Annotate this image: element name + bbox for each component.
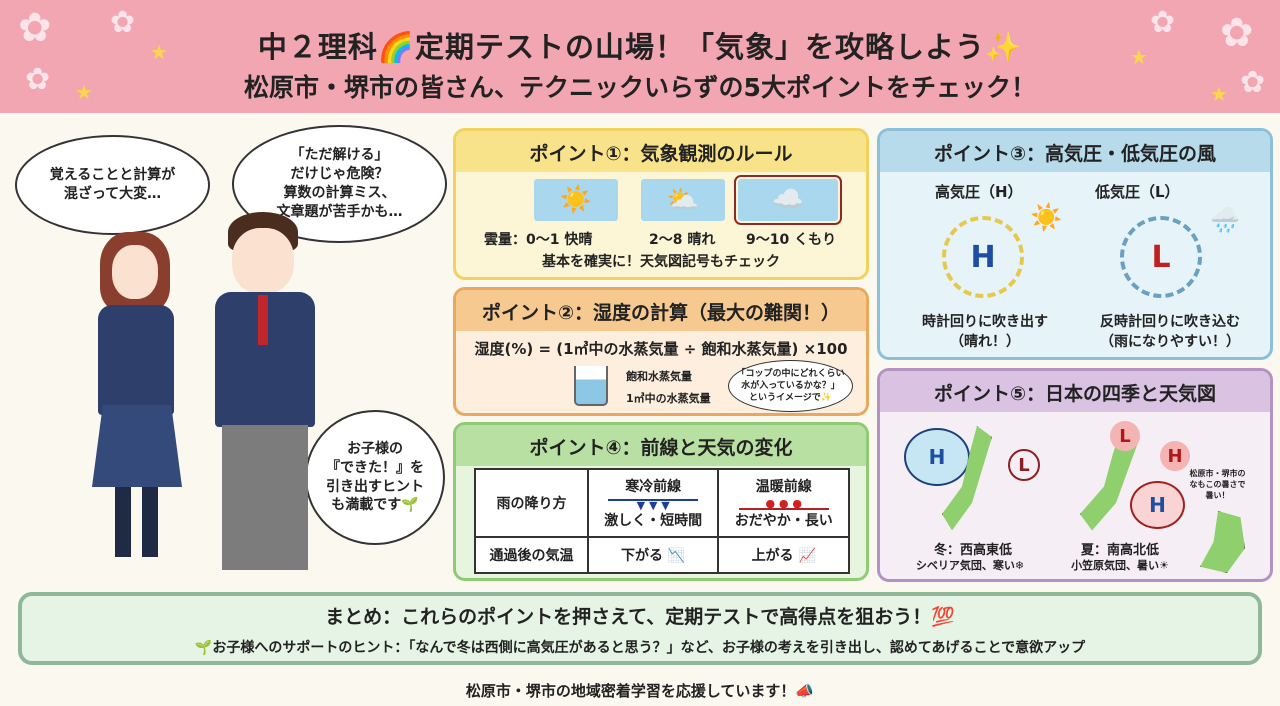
page-subtitle: 松原市・堺市の皆さん、テクニックいらずの5大ポイントをチェック！ xyxy=(244,73,1036,102)
flower-icon: ✿ xyxy=(1220,10,1254,56)
rain-cloud-icon: 🌧️ xyxy=(1210,206,1240,234)
flower-icon: ✿ xyxy=(1150,5,1176,40)
sunny-icon: ☀️ xyxy=(534,179,618,221)
flower-icon: ✿ xyxy=(1240,65,1266,100)
point2-panel: ポイント②：湿度の計算（最大の難関！） 湿度(%) = (1㎥中の水蒸気量 ÷ … xyxy=(453,287,869,416)
low-pressure-desc: 反時計回りに吹き込む （雨になりやすい！） xyxy=(1100,314,1240,350)
cold-front-cell: 寒冷前線 ▼ ▼ ▼ 激しく・短時間 xyxy=(586,468,720,538)
warm-front-symbol: ● ● ● xyxy=(738,498,829,510)
star-icon: ★ xyxy=(1210,82,1228,106)
warm-front-temp: 上がる 📈 xyxy=(717,536,850,574)
row-header: 通過後の気温 xyxy=(474,536,589,574)
high-pressure-label: 高気圧（H） xyxy=(935,183,1023,201)
sun-icon: ☀️ xyxy=(1030,203,1063,233)
cold-front-rain: 激しく・短時間 xyxy=(604,513,703,529)
footer-text: 松原市・堺市の地域密着学習を応援しています！📣 xyxy=(465,682,815,700)
page-title: 中２理科🌈定期テストの山場！「気象」を攻略しよう✨ xyxy=(257,30,1023,64)
cloud-amount-clear: 雲量：0〜1 快晴 xyxy=(484,232,593,248)
cold-front-temp: 下がる 📉 xyxy=(586,536,720,574)
warm-front-temp-text: 上がる xyxy=(751,548,794,564)
point1-panel: ポイント①：気象観測のルール ☀️ ⛅ ☁️ 雲量：0〜1 快晴 2〜8 晴れ … xyxy=(453,128,869,280)
chart-down-icon: 📉 xyxy=(667,548,686,564)
chart-up-icon: 📈 xyxy=(798,548,816,564)
beaker-label-saturated: 飽和水蒸気量 xyxy=(626,370,692,383)
star-icon: ★ xyxy=(1130,45,1148,69)
cloud-amount-cloudy: 9〜10 くもり xyxy=(746,232,837,248)
low-pressure-symbol: L xyxy=(1120,216,1202,298)
point4-panel: ポイント④：前線と天気の変化 雨の降り方 寒冷前線 ▼ ▼ ▼ 激しく・短時間 … xyxy=(453,422,869,581)
cold-front-symbol: ▼ ▼ ▼ xyxy=(608,499,699,511)
winter-title: 冬：西高東低 xyxy=(933,543,1012,558)
star-icon: ★ xyxy=(75,80,93,104)
row-header: 雨の降り方 xyxy=(474,468,589,538)
flower-icon: ✿ xyxy=(25,62,51,97)
summer-low-pressure: L xyxy=(1110,421,1140,451)
low-pressure-label: 低気圧（L） xyxy=(1095,183,1180,201)
point5-panel: ポイント⑤：日本の四季と天気図 H L L H H 冬：西高東低 シベリア気団、… xyxy=(877,368,1273,582)
cloud-amount-sunny: 2〜8 晴れ xyxy=(649,232,716,248)
summer-high-pressure-north: H xyxy=(1160,441,1190,471)
warm-front-cell: 温暖前線 ● ● ● おだやか・長い xyxy=(717,468,850,538)
summary-panel: まとめ：これらのポイントを押さえて、定期テストで高得点を狙おう！💯 🌱お子様への… xyxy=(18,592,1262,665)
header-banner: ✿ ✿ ✿ ✿ ✿ ✿ ★ ★ ★ ★ 中２理科🌈定期テストの山場！「気象」を攻… xyxy=(0,0,1280,113)
cold-front-header: 寒冷前線 xyxy=(625,479,682,495)
summer-high-pressure: H xyxy=(1130,481,1185,529)
warm-front-header: 温暖前線 xyxy=(755,479,812,495)
flower-icon: ✿ xyxy=(18,5,52,51)
parent-support-hint: 🌱お子様へのサポートのヒント：「なんで冬は西側に高気圧があると思う？」など、お子… xyxy=(194,640,1086,656)
winter-high-pressure: H xyxy=(904,428,970,486)
winter-desc: シベリア気団、寒い❄ xyxy=(915,559,1025,572)
girl-speech-bubble: 覚えることと計算が 混ざって大変… xyxy=(15,135,210,235)
cold-front-temp-text: 下がる xyxy=(621,548,664,564)
hint-speech-bubble: お子様の 『できた！』を 引き出すヒント も満載です🌱 xyxy=(305,410,445,545)
warm-front-rain: おだやか・長い xyxy=(734,513,833,529)
humidity-formula: 湿度(%) = (1㎥中の水蒸気量 ÷ 飽和水蒸気量) ×100 xyxy=(474,340,848,358)
summary-title: まとめ：これらのポイントを押さえて、定期テストで高得点を狙おう！💯 xyxy=(325,606,955,628)
cloudy-icon: ☁️ xyxy=(734,175,842,225)
point4-title: ポイント④：前線と天気の変化 xyxy=(456,425,866,466)
point1-title: ポイント①：気象観測のルール xyxy=(456,131,866,172)
front-comparison-table: 雨の降り方 寒冷前線 ▼ ▼ ▼ 激しく・短時間 温暖前線 ● ● ● おだやか… xyxy=(474,468,850,574)
beaker-cloud-note: 「コップの中にどれくらい 水が入っているかな？」 というイメージで✨ xyxy=(728,360,853,412)
winter-low-pressure: L xyxy=(1008,449,1040,481)
high-pressure-symbol: H xyxy=(942,216,1024,298)
high-pressure-desc: 時計回りに吹き出す （晴れ！） xyxy=(922,314,1048,350)
summer-title: 夏：南高北低 xyxy=(1080,543,1159,558)
osaka-local-map xyxy=(1200,511,1245,573)
beaker-label-vapor: 1㎥中の水蒸気量 xyxy=(626,392,711,405)
point5-title: ポイント⑤：日本の四季と天気図 xyxy=(880,371,1270,412)
point3-title: ポイント③：高気圧・低気圧の風 xyxy=(880,131,1270,172)
point3-panel: ポイント③：高気圧・低気圧の風 高気圧（H） 低気圧（L） H L ☀️ 🌧️ … xyxy=(877,128,1273,360)
summer-desc: 小笠原気団、暑い☀ xyxy=(1071,559,1169,572)
beaker-icon xyxy=(574,366,608,406)
point2-title: ポイント②：湿度の計算（最大の難関！） xyxy=(456,290,866,331)
flower-icon: ✿ xyxy=(110,5,136,40)
partly-cloudy-icon: ⛅ xyxy=(641,179,725,221)
point1-note: 基本を確実に！天気図記号もチェック xyxy=(542,254,780,270)
local-area-note: 松原市・堺市の なもこの暑さで 暑い！ xyxy=(1189,469,1246,500)
boy-speech-bubble: 「ただ解ける」 だけじゃ危険？ 算数の計算ミス、 文章題が苦手かも… xyxy=(232,125,447,243)
star-icon: ★ xyxy=(150,40,168,64)
